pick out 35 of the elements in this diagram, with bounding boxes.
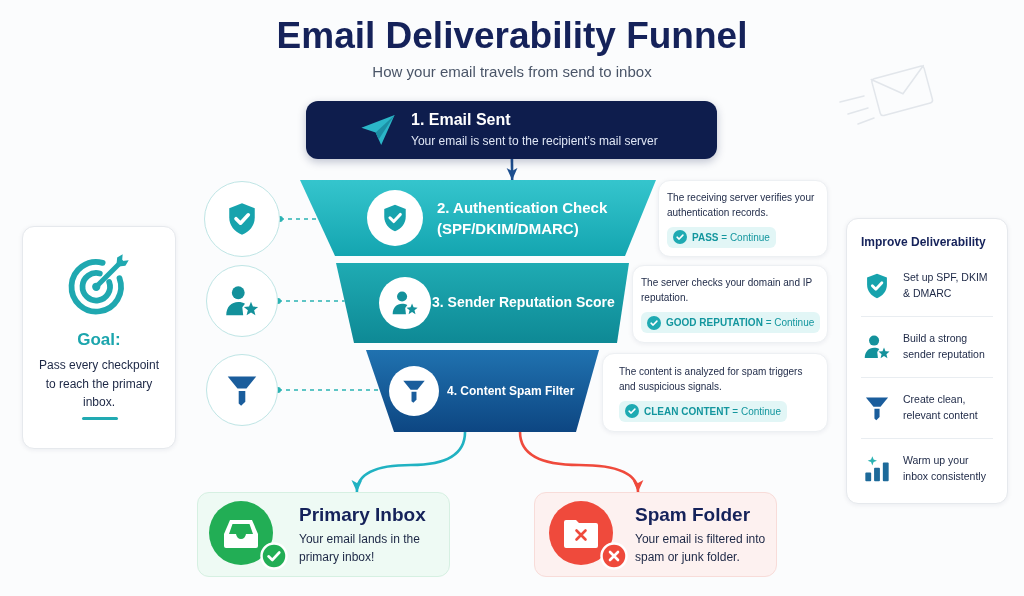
info-text: The receiving server verifies your authentication records.	[667, 190, 816, 220]
curved-arrow	[352, 431, 467, 493]
tips-panel	[846, 218, 1008, 504]
subtitle: How your email travels from send to inbox	[372, 63, 652, 82]
step-title: 1. Email Sent	[411, 110, 511, 130]
step-description: Your email is sent to the recipient’s mail server	[411, 134, 658, 149]
result-text: Your email is filtered into spam or junk folder.	[635, 531, 767, 566]
goal-text: Pass every checkpoint to reach the primary inbox.	[37, 357, 161, 412]
result-title: Spam Folder	[635, 502, 751, 527]
curved-arrow	[518, 431, 643, 493]
arrow	[506, 159, 518, 180]
status-text: CLEAN CONTENT = Continue	[644, 404, 781, 419]
step-title: 3. Sender Reputation Score	[432, 293, 615, 313]
tip-text: Create clean, relevant content	[903, 392, 979, 423]
result-card	[534, 492, 777, 577]
result-text: Your email lands in the primary inbox!	[299, 531, 421, 566]
status-text: GOOD REPUTATION = Continue	[666, 316, 815, 330]
info-card	[602, 353, 828, 432]
step-title: 4. Content Spam Filter	[447, 382, 575, 400]
info-card	[658, 180, 828, 257]
result-card	[197, 492, 450, 577]
tip-text: Build a strong sender reputation	[903, 331, 986, 362]
tip-text: Warm up your inbox consistently	[903, 453, 987, 484]
goal-card	[22, 226, 176, 449]
result-title: Primary Inbox	[299, 502, 426, 527]
info-text: The server checks your domain and IP reputation.	[641, 276, 813, 305]
status-text: PASS = Continue	[692, 230, 770, 245]
step-title: 2. Authentication Check (SPF/DKIM/DMARC)	[437, 198, 609, 239]
step-box	[306, 101, 717, 159]
goal-heading: Goal:	[77, 329, 121, 351]
panel-heading: Improve Deliverability	[861, 235, 986, 250]
diagram-title: Email Deliverability Funnel	[276, 14, 748, 58]
info-text: The content is analyzed for spam triggers and suspicious signals.	[619, 364, 804, 394]
tip-text: Set up SPF, DKIM & DMARC	[903, 270, 989, 301]
info-card	[632, 265, 828, 343]
